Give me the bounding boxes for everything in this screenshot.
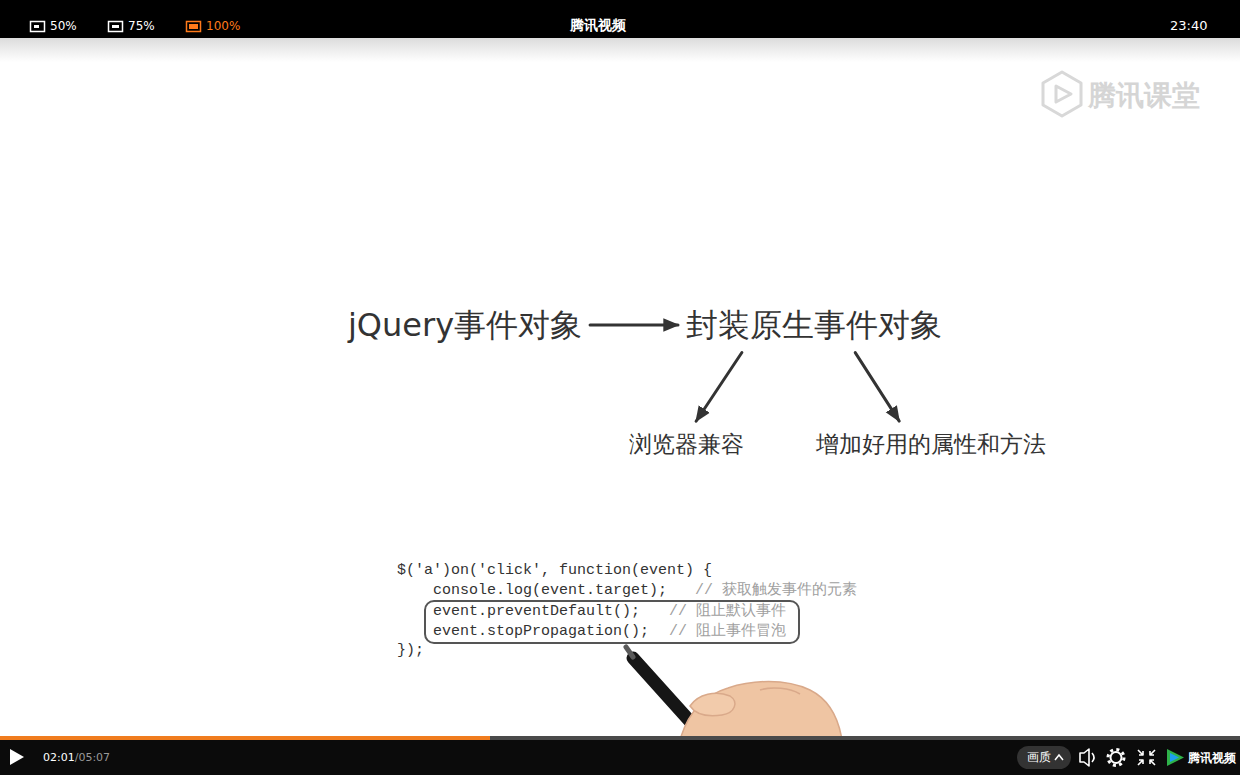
code-line: console.log(event.target); [433, 581, 667, 601]
feature-text-text: 增加好用的属性和方法 [816, 431, 1046, 459]
brand-logo [1167, 749, 1184, 766]
fullscreen-icon [1138, 750, 1155, 765]
hand-with-pen [626, 647, 842, 736]
code-line: $('a')on('click', function(event) { [397, 561, 712, 581]
progress-fill [0, 736, 490, 740]
settings-teeth [1108, 750, 1124, 766]
concept-text-text: jQuery事件对象 [348, 306, 582, 344]
zoom-option: 75% [128, 19, 155, 34]
progress-track [0, 736, 1240, 740]
finger [690, 693, 735, 715]
watermark-logo [1043, 72, 1081, 116]
pen-tip [626, 647, 633, 657]
concept-text: 封装原生事件对象 [686, 306, 942, 344]
zoom-icon-fill [189, 24, 198, 29]
zoom-option: 100% [206, 19, 240, 34]
control-icons [1080, 749, 1155, 766]
app-title: 腾讯视频 [570, 17, 626, 35]
top-bar [0, 0, 1240, 38]
feature-text: 浏览器兼容 [629, 431, 744, 459]
arrow-connector [855, 353, 899, 422]
current-time: 02:01 [43, 751, 75, 765]
bottom-bar [0, 740, 1240, 775]
zoom-icon [31, 22, 45, 32]
settings-icon [1111, 752, 1122, 763]
code-line: }); [397, 641, 424, 661]
brand-logo-inner [1170, 753, 1179, 762]
highlight-box: event.preventDefault(); // 阻止默认事件 event.st… [424, 600, 800, 644]
code-comment: // 阻止默认事件 [669, 602, 786, 622]
zoom-icon [109, 22, 123, 32]
top-shade [0, 38, 1240, 62]
code-comment: // 获取触发事件的元素 [695, 581, 857, 601]
quality-button: 画质 [1017, 746, 1071, 769]
hand [680, 682, 842, 737]
concept-text: jQuery事件对象 [348, 306, 582, 344]
feature-text-text: 浏览器兼容 [629, 431, 744, 459]
quality-button-text: 画质 [1027, 750, 1051, 765]
logo-hexagon [1043, 72, 1081, 116]
arrow-connector [696, 353, 742, 422]
feature-text: 增加好用的属性和方法 [816, 431, 1046, 459]
zoom-icon-fill [112, 25, 119, 28]
volume-wave [1092, 753, 1094, 762]
duration: /05:07 [75, 751, 110, 765]
zoom-icon [187, 22, 201, 32]
zoom-option: 50% [50, 19, 77, 34]
code-line: event.preventDefault(); [433, 602, 649, 622]
knuckle [760, 688, 800, 694]
zoom-icon-fill [34, 25, 39, 28]
code-comment: // 阻止事件冒泡 [669, 622, 786, 642]
logo-play [1056, 86, 1071, 102]
clock: 23:40 [1170, 18, 1207, 34]
watermark: 腾讯课堂 [1088, 78, 1200, 113]
code-line: event.stopPropagation(); [433, 622, 649, 642]
volume-icon [1080, 749, 1089, 766]
brand-name: 腾讯视频 [1188, 751, 1236, 766]
arrow-connector [590, 323, 678, 326]
concept-text-text: 封装原生事件对象 [686, 306, 942, 344]
play-icon [10, 749, 24, 765]
